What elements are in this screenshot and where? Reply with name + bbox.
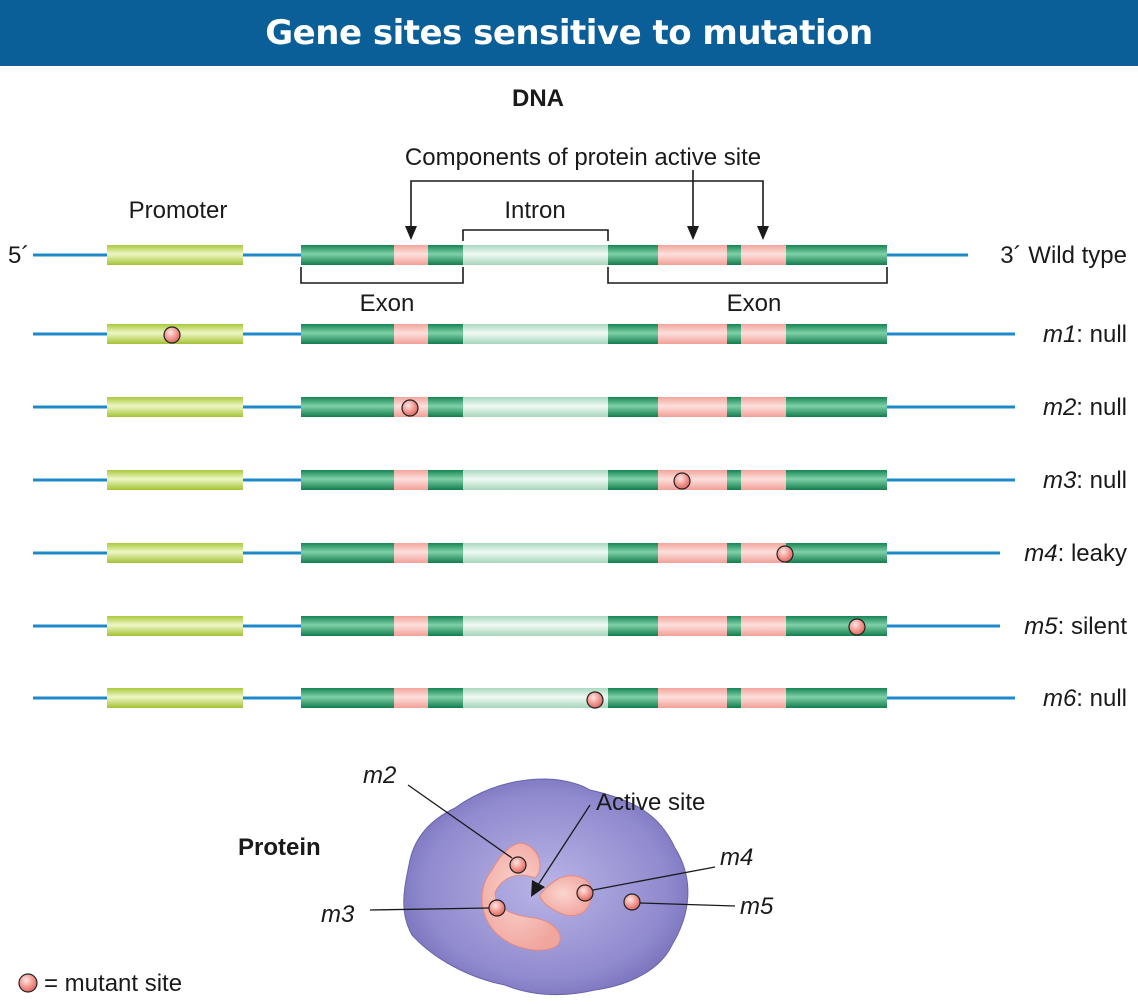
mutant-label-m2: m2: null — [1043, 394, 1127, 421]
mutant-row-m5 — [33, 616, 1000, 636]
mutant-site-m4 — [776, 545, 794, 563]
protein-site-m2 — [509, 856, 527, 874]
legend-label: = mutant site — [44, 970, 182, 997]
active-site-connector — [405, 170, 769, 240]
intron-label: Intron — [504, 197, 565, 224]
protein-site-m5 — [623, 893, 641, 911]
wild-type-label: 3´ Wild type — [1000, 242, 1127, 269]
five-prime-label: 5´ — [8, 242, 29, 269]
mutant-label-m6: m6: null — [1043, 685, 1127, 712]
protein-site-m3 — [488, 899, 506, 917]
active-site-arrowhead — [531, 880, 545, 897]
mutant-site-m6 — [586, 691, 604, 709]
mutant-row-m4 — [33, 543, 1000, 563]
exon-1-label: Exon — [360, 290, 415, 317]
wild-type-gene — [33, 245, 968, 265]
protein-label-m4: m4 — [720, 844, 753, 871]
mutant-label-m5: m5: silent — [1024, 613, 1127, 640]
mutant-label-m1: m1: null — [1043, 321, 1127, 348]
protein-label-m5: m5 — [740, 893, 774, 920]
protein-label-m2: m2 — [363, 762, 396, 789]
protein-shape — [403, 778, 689, 996]
dna-heading: DNA — [512, 85, 564, 112]
active-site-label: Active site — [596, 789, 705, 816]
protein-site-m4 — [576, 884, 594, 902]
mutant-site-m3 — [673, 472, 691, 490]
protein-label-m3: m3 — [321, 901, 355, 928]
intron-bracket — [462, 229, 609, 241]
legend-mutant-site-icon — [18, 973, 38, 993]
protein-leader-lines — [369, 784, 736, 911]
mutant-row-m3 — [33, 470, 1015, 490]
figure-title: Gene sites sensitive to mutation — [265, 13, 873, 53]
legend: = mutant site — [18, 970, 182, 997]
protein-label: Protein — [238, 834, 321, 861]
title-banner: Gene sites sensitive to mutation — [0, 0, 1138, 66]
protein-mutant-sites — [488, 856, 641, 917]
exon-2-bracket — [607, 267, 888, 284]
mutant-row-m6 — [33, 688, 1015, 709]
mutant-site-m1 — [163, 326, 181, 344]
mutant-site-m5 — [848, 618, 866, 636]
mutant-label-m4: m4: leaky — [1024, 540, 1127, 567]
exon-2-label: Exon — [727, 290, 782, 317]
mutant-label-m3: m3: null — [1043, 467, 1127, 494]
mutant-row-m1 — [33, 324, 1015, 344]
exon-1-bracket — [300, 267, 464, 284]
mutant-site-m2 — [401, 399, 419, 417]
promoter-label: Promoter — [129, 197, 228, 224]
mutant-row-m2 — [33, 397, 1015, 417]
active-site-components-label: Components of protein active site — [405, 144, 761, 171]
